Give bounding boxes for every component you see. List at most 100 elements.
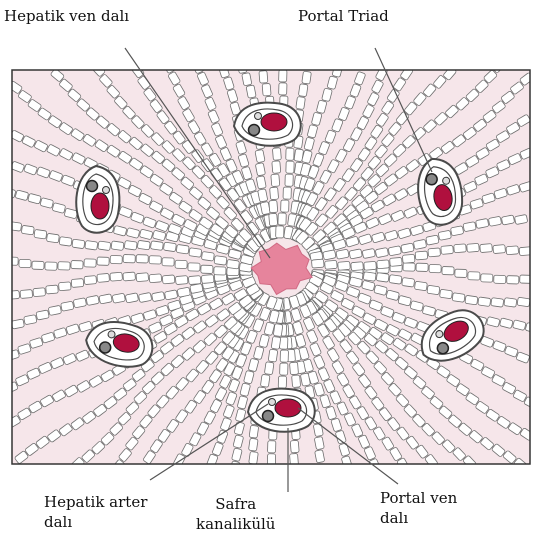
hepatocyte-cell [270,187,279,200]
hepatocyte-cell [152,292,165,302]
hepatocyte-cell [59,237,72,247]
hepatocyte-cell [84,276,97,285]
hepatocyte-cell [71,261,83,269]
hepatocyte-cell [375,248,388,258]
hepatocyte-cell [110,272,123,281]
hepatocyte-cell [149,256,161,264]
hepatocyte-cell [162,258,174,266]
hepatocyte-cell [313,423,323,436]
hepatocyte-cell [84,259,96,267]
hepatocyte-cell [315,450,325,463]
hepatocyte-cell [33,288,46,297]
hepatocyte-cell [21,225,34,235]
hepatic-artery-branch [249,125,260,136]
hepatocyte-cell [281,200,289,212]
bile-duct [255,113,262,120]
hepatocyte-cell [488,216,501,226]
hepatocyte-cell [249,451,259,464]
hepatocyte-cell [11,319,24,329]
hepatocyte-cell [302,71,312,84]
hepatocyte-cell [491,298,504,308]
hepatocyte-cell [336,249,349,259]
hepatocyte-cell [97,273,110,282]
hepatocyte-cell [494,275,506,283]
hepatocyte-cell [389,275,402,285]
hepatocyte-cell [283,187,291,199]
hepatocyte-cell [20,290,33,299]
hepatocyte-cell [388,246,401,256]
hepatocyte-cell [296,96,306,109]
hepatocyte-cell [454,244,467,253]
hepatocyte-cell [438,230,451,240]
hepatocyte-cell [255,163,265,176]
hepatocyte-cell [46,285,59,294]
hepatocyte-cell [97,257,109,265]
label-hepatic-artery-line1: Hepatik arter [44,492,147,512]
hepatocyte-cell [9,222,22,232]
hepatocyte-cell [45,262,57,270]
hepatocyte-cell [149,274,162,283]
hepatocyte-cell [323,250,336,260]
hepatocyte-cell [58,282,71,291]
hepatocyte-cell [269,213,278,226]
hepatocyte-cell [164,290,177,300]
hepatocyte-cell [271,174,280,187]
hepatocyte-cell [150,241,163,251]
hepatocyte-cell [504,298,517,308]
hepatocyte-cell [98,241,111,251]
hepatocyte-cell [85,240,98,250]
hepatocyte-cell [481,274,493,282]
hepatocyte-cell [36,310,49,320]
hepatocyte-cell [450,226,463,236]
portal-triad [76,166,119,233]
hepatocyte-cell [58,262,70,270]
label-bile-canaliculus: Safra kanalikülü [196,494,275,534]
hepatic-artery-branch [263,411,274,422]
hepatocyte-cell [402,254,415,263]
hepatocyte-cell [286,161,294,173]
hepatocyte-cell [272,148,281,161]
hepatocyte-cell [507,276,519,284]
hepatocyte-cell [455,269,467,277]
hepatocyte-cell [279,83,287,95]
hepatocyte-cell [426,235,439,245]
hepatocyte-cell [19,259,31,267]
hepatocyte-cell [279,70,287,82]
hepatocyte-cell [276,226,284,238]
label-hepatic-vein-branch: Hepatik ven dalı [4,6,129,26]
hepatocyte-cell [242,73,252,86]
hepatocyte-cell [517,297,530,307]
hepatocyte-cell [188,263,200,271]
label-portal-vein-line1: Portal ven [380,488,457,508]
hepatocyte-cell [463,222,476,232]
hepatocyte-cell [249,425,259,438]
hepatocyte-cell [363,272,376,282]
hepatocyte-cell [338,261,351,270]
hepatocyte-cell [125,293,138,303]
hepatocyte-cell [32,261,44,269]
hepatocyte-cell [177,287,190,297]
hepatocyte-cell [264,362,274,375]
hepatocyte-cell [61,301,74,311]
hepatocyte-cell [189,248,202,258]
hepatocyte-cell [390,257,403,266]
label-bile-canaliculus-line1: Safra [196,494,275,514]
hepatocyte-cell [163,242,176,252]
hepatocyte-cell [73,298,86,308]
hepatocyte-cell [285,174,293,186]
hepatocyte-cell [214,267,226,275]
hepatocyte-cell [311,259,324,268]
hepatocyte-cell [298,84,308,97]
hepatocyte-cell [137,240,150,250]
hepatocyte-cell [176,244,189,254]
hepatocyte-cell [290,362,299,375]
portal-vein-branch [261,113,287,131]
hepatocyte-cell [226,259,239,269]
hepatocyte-cell [260,374,270,387]
hepatocyte-cell [86,295,99,305]
hepatocyte-cell [46,233,59,243]
hepatocyte-cell [123,272,136,281]
hepatocyte-cell [175,260,187,268]
hepatocyte-cell [280,363,288,375]
